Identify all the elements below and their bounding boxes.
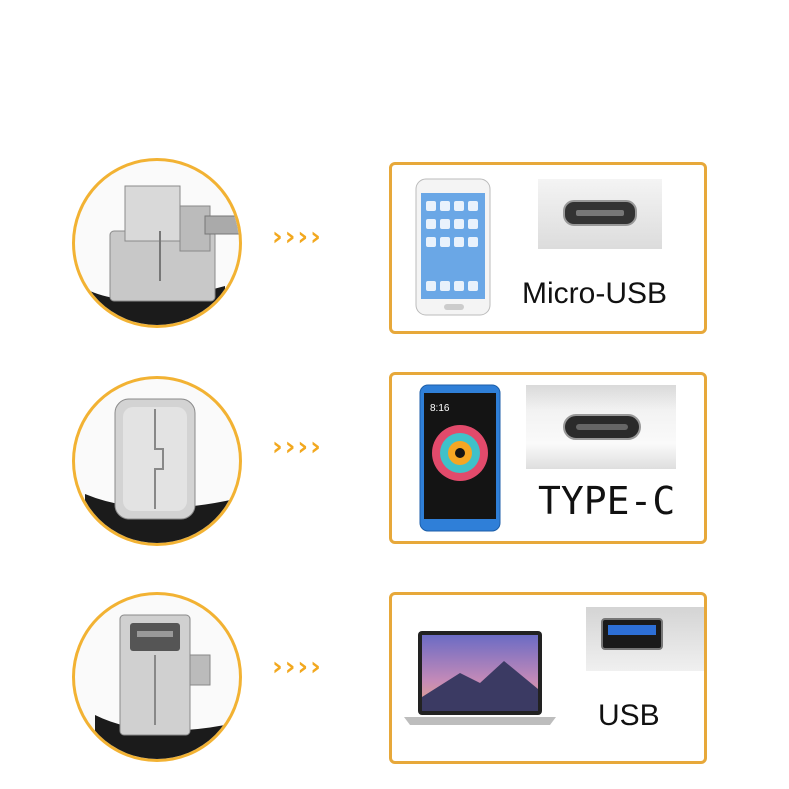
row-micro-usb: ›››› Micro-USB (0, 150, 789, 340)
arrow-indicator: ›››› (272, 432, 323, 462)
usb-adapter-plug-icon (95, 614, 225, 759)
device-panel-type-c: 8:16 TYPE-C (389, 372, 707, 544)
micro-usb-plug-icon (90, 185, 239, 325)
arrow-indicator: ›››› (272, 222, 323, 252)
type-c-port-photo (526, 385, 676, 469)
micro-usb-port-icon (563, 200, 637, 226)
usb-a-port-icon (601, 618, 663, 650)
arrow-indicator: ›››› (272, 652, 323, 682)
device-panel-micro-usb: Micro-USB (389, 162, 707, 334)
svg-text:8:16: 8:16 (430, 403, 450, 414)
usb-connector-photo (72, 592, 242, 762)
type-c-connector-photo (72, 376, 242, 546)
port-label-usb: USB (598, 699, 660, 732)
usb-port-photo (586, 607, 704, 671)
micro-usb-port-photo (538, 179, 662, 249)
usb-c-plug-icon (85, 398, 235, 543)
android-phone-icon (415, 178, 491, 316)
port-label-type-c: TYPE-C (538, 479, 676, 523)
row-type-c: ›››› 8:16 TYPE-C (0, 360, 789, 550)
laptop-icon (404, 631, 556, 725)
blue-phone-icon: 8:16 (419, 384, 501, 532)
device-panel-usb: USB (389, 592, 707, 764)
usb-c-port-icon (563, 414, 641, 440)
port-label-micro-usb: Micro-USB (522, 277, 668, 310)
row-usb: ›››› USB (0, 580, 789, 770)
micro-usb-connector-photo (72, 158, 242, 328)
